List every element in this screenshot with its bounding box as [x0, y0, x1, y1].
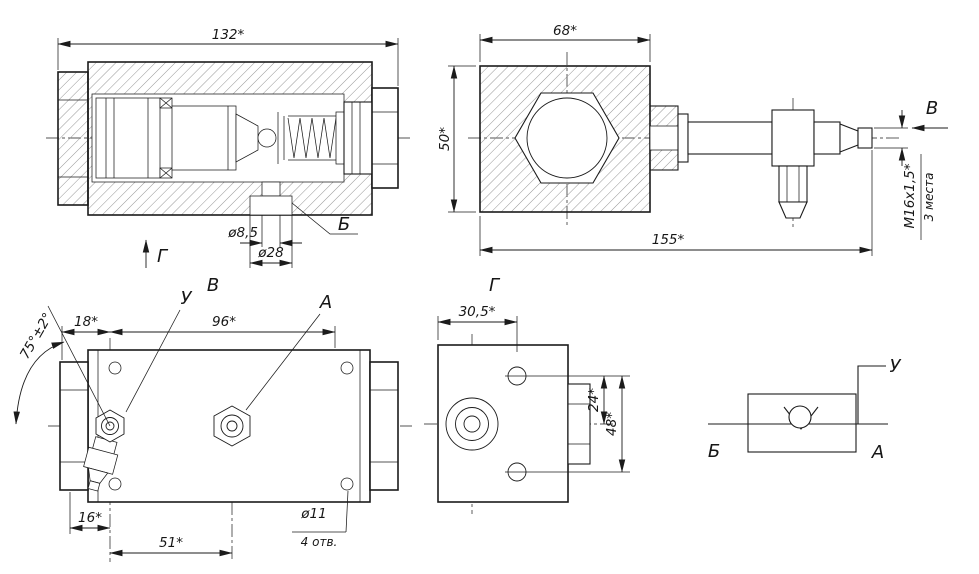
dim-18: 18*	[74, 314, 98, 330]
fitting-tube	[687, 121, 773, 155]
dim-28: ø28	[257, 245, 283, 261]
thread-tip	[857, 127, 873, 149]
thread-spec: М16х1,5*	[902, 163, 918, 228]
view-arrow-g: Г	[157, 246, 169, 267]
valve-ball-symbol	[788, 405, 812, 429]
leader-port-b	[291, 202, 358, 235]
elbow-body	[771, 109, 815, 167]
plug-chamfer-circle	[526, 97, 608, 179]
washer	[677, 113, 689, 163]
dim-hole-count: 4 отв.	[301, 535, 338, 549]
symbol-port-u: У	[890, 356, 902, 377]
view-arrow-v: В	[926, 98, 938, 119]
right-cap	[371, 87, 399, 189]
elbow-fitting	[83, 436, 119, 492]
piston	[95, 97, 161, 179]
dim-51: 51*	[159, 535, 183, 551]
body-end-view	[437, 344, 569, 503]
label-port-b: Б	[338, 214, 350, 235]
poppet-cone	[235, 113, 259, 163]
dim-48: 48*	[604, 412, 620, 436]
port-counterbore	[249, 195, 293, 216]
view-v: В 75°±2° У	[13, 275, 412, 562]
dim-96: 96*	[212, 314, 236, 330]
elbow-hex	[778, 165, 808, 203]
port-face-circle	[445, 397, 499, 451]
mount-hole	[108, 361, 122, 375]
elbow-cone	[778, 201, 808, 219]
fitting-pipe	[813, 121, 841, 155]
label-port-a: А	[319, 292, 332, 313]
symbol-frame	[747, 393, 857, 453]
hex-plug	[514, 92, 620, 184]
angle-ref-line	[47, 305, 111, 427]
dim-132: 132*	[212, 27, 245, 43]
left-cap	[57, 71, 89, 206]
view-v-title: В	[207, 275, 219, 296]
view-g-title: Г	[489, 275, 501, 296]
dim-angle: 75°±2°	[17, 310, 56, 362]
port-bore	[261, 181, 281, 197]
right-plug	[343, 101, 373, 175]
nipple-cone	[839, 123, 859, 153]
dim-30-5: 30,5*	[459, 304, 496, 320]
angle-arc	[13, 341, 65, 425]
check-valve-symbol: Б А У	[708, 356, 902, 463]
dim-8-5: ø8,5	[227, 225, 258, 241]
dim-hole-dia: ø11	[300, 506, 326, 522]
mount-hole	[108, 477, 122, 491]
spool	[171, 105, 237, 171]
dim-24: 24*	[586, 388, 602, 412]
dim-68: 68*	[553, 23, 577, 39]
left-cap	[59, 361, 89, 491]
view-side: 68* 50* 155* В М16х1,5* 3 места	[437, 23, 948, 256]
symbol-port-b: Б	[708, 441, 720, 462]
valve-ball	[257, 128, 277, 148]
dim-50: 50*	[437, 127, 453, 151]
view-g: Г 30,5* 24* 48*	[424, 275, 630, 514]
symbol-port-a: А	[871, 442, 884, 463]
view-longitudinal-section: 132* ø8,5 ø28 Б Г	[46, 27, 410, 268]
label-port-u: У	[181, 288, 193, 309]
dim-16: 16*	[78, 510, 102, 526]
right-cap	[369, 361, 399, 491]
dim-155: 155*	[652, 232, 685, 248]
thread-places: 3 места	[922, 173, 936, 222]
spring-seat	[335, 111, 345, 165]
mount-hole	[340, 361, 354, 375]
mount-hole	[340, 477, 354, 491]
spring	[287, 117, 337, 159]
pilot-line	[857, 365, 886, 424]
